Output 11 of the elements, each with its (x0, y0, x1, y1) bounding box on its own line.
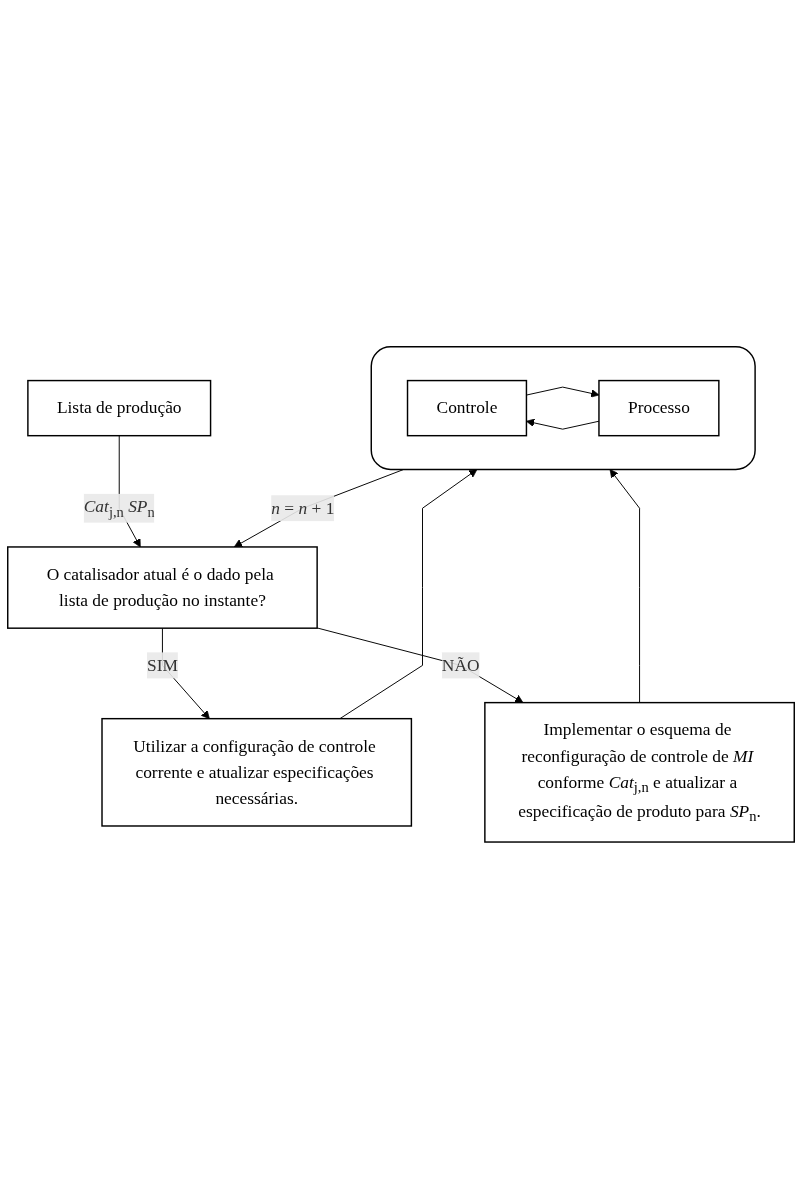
node-box: Implementar o esquema de reconfiguração de controle de MI conforme Cat$_{j,n}$ e atualizar a especificação de produto para SP$_{n}$. (484, 702, 795, 843)
node-box: O catalisador atual é o dado pela lista de produção no instante? (7, 546, 318, 629)
edge-label: NÃO (441, 655, 480, 675)
edge-label: SIM (146, 655, 178, 675)
node-box: Controle (406, 379, 528, 437)
node-box: Processo (598, 379, 720, 437)
node-box: Utilizar a configuração de controle corrente e atualizar especificações necessárias. (101, 718, 413, 827)
node-box: Lista de produção (27, 379, 212, 437)
edge-label: n = n + 1 (271, 498, 335, 518)
cluster (370, 346, 756, 471)
edge-label: Cat$_{j,n}$ SP$_{n}$ (83, 496, 155, 520)
